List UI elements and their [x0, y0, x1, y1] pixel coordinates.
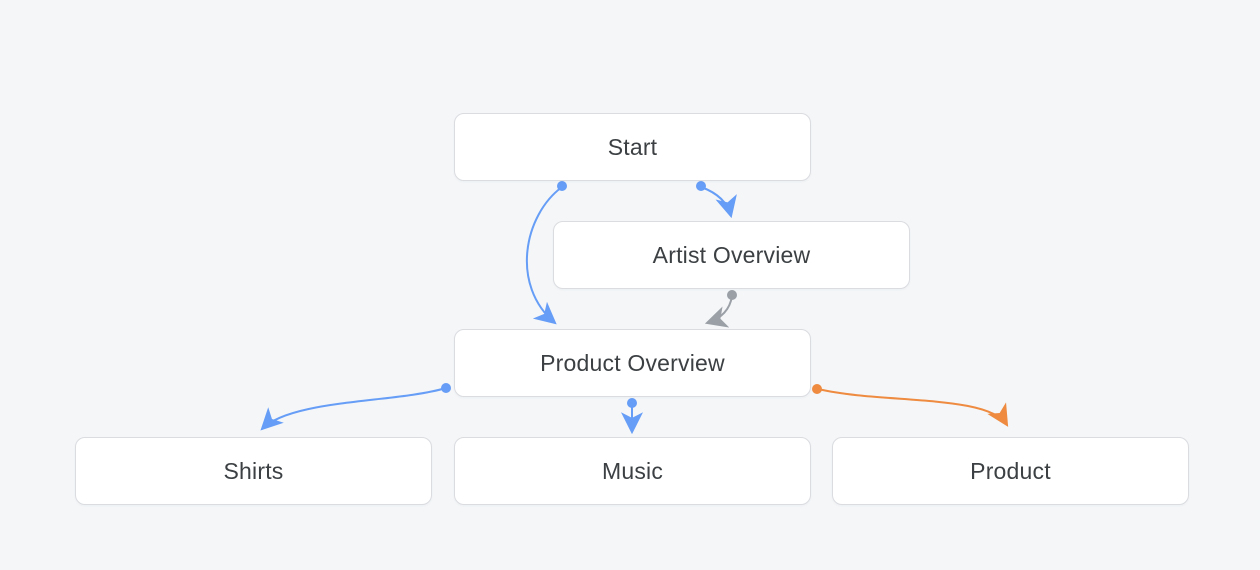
node-product-overview[interactable]: Product Overview	[454, 329, 811, 397]
edge-product-overview-to-shirts[interactable]	[260, 387, 447, 431]
edge-source-handle[interactable]	[696, 181, 706, 191]
edge-start-to-artist-overview[interactable]	[700, 186, 737, 219]
node-artist-overview[interactable]: Artist Overview	[553, 221, 910, 289]
node-start[interactable]: Start	[454, 113, 811, 181]
edge-product-overview-to-product[interactable]	[817, 388, 1009, 427]
node-label: Product	[970, 457, 1051, 484]
node-shirts[interactable]: Shirts	[75, 437, 432, 505]
node-music[interactable]: Music	[454, 437, 811, 505]
edge-artist-overview-to-product-overview[interactable]	[704, 295, 733, 328]
node-label: Shirts	[223, 457, 284, 484]
node-label: Product Overview	[540, 349, 725, 376]
edge-start-to-product-overview[interactable]	[525, 186, 563, 325]
node-product[interactable]: Product	[832, 437, 1189, 505]
node-label: Start	[607, 133, 658, 160]
node-label: Music	[601, 457, 664, 484]
node-label: Artist Overview	[652, 241, 811, 268]
